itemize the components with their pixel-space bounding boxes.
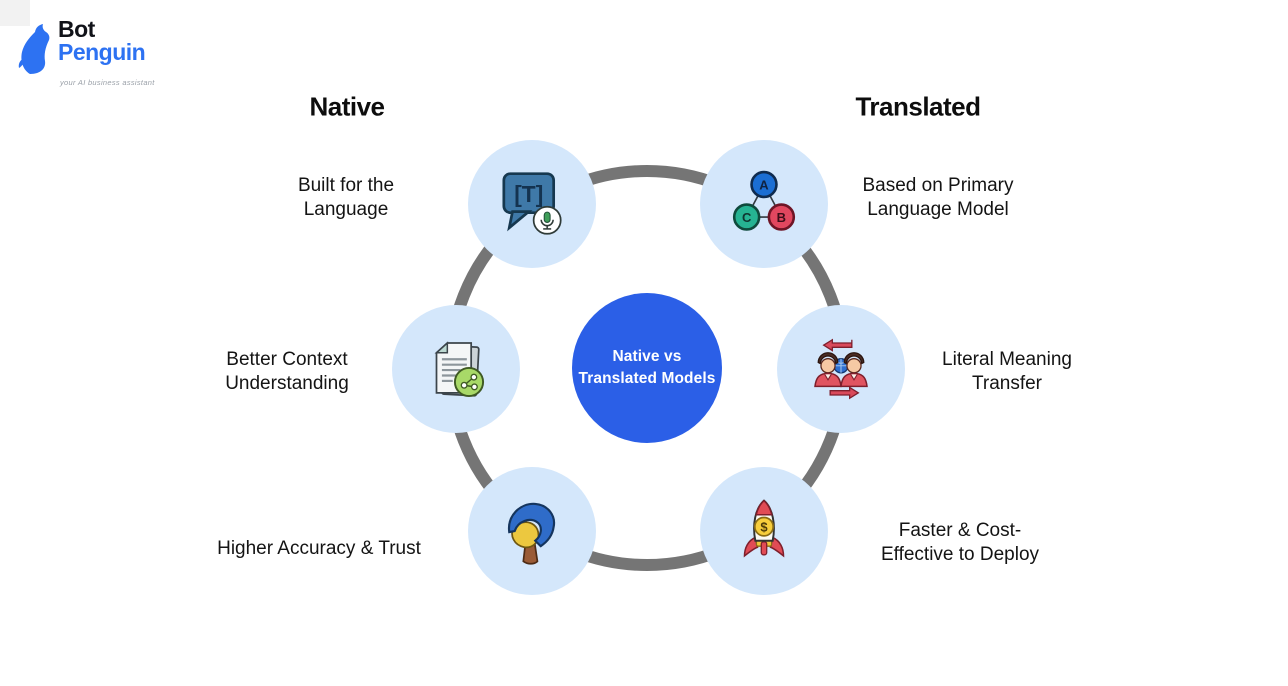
center-title-circle: Native vs Translated Models: [572, 293, 722, 443]
center-title-line2: Translated Models: [578, 370, 716, 387]
label-higher-accuracy: Higher Accuracy & Trust: [217, 538, 421, 559]
label-literal-meaning: Literal Meaning Transfer: [942, 349, 1072, 394]
logo-word-bot: Bot: [58, 16, 95, 42]
corner-artifact: [0, 0, 30, 26]
svg-text:A: A: [759, 177, 769, 192]
svg-text:[T]: [T]: [514, 181, 543, 207]
node-context-understanding: [392, 305, 520, 433]
translated-column-header: Translated: [855, 91, 981, 122]
native-column-header: Native: [309, 91, 385, 122]
document-share-icon: [434, 341, 485, 398]
node-literal-transfer: [777, 305, 905, 433]
svg-text:C: C: [742, 210, 752, 225]
node-accuracy-trust: [468, 467, 596, 595]
penguin-icon: [18, 24, 50, 74]
svg-text:B: B: [777, 210, 786, 225]
label-faster-cost-effective: Faster & Cost- Effective to Deploy: [880, 520, 1040, 565]
svg-text:$: $: [760, 520, 768, 535]
label-built-for-language: Built for the Language: [297, 175, 395, 220]
people-translation-icon: [814, 338, 868, 400]
node-primary-language-model: A C B: [700, 140, 828, 268]
node-cost-effective: $: [700, 467, 828, 595]
logo-word-penguin: Penguin: [58, 39, 146, 65]
center-title-line1: Native vs: [612, 347, 682, 365]
language-abc-network-icon: A C B: [732, 170, 796, 231]
helmet-head-icon: [508, 502, 556, 565]
node-built-for-language: [T]: [468, 140, 596, 268]
label-primary-language-model: Based on Primary Language Model: [862, 175, 1014, 220]
label-better-context: Better Context Understanding: [225, 349, 349, 394]
chat-text-voice-icon: [T]: [502, 172, 562, 235]
botpenguin-logo: Bot Penguin your AI business assistant: [16, 18, 176, 87]
money-rocket-icon: $: [743, 499, 785, 558]
logo-tagline: your AI business assistant: [60, 78, 155, 87]
